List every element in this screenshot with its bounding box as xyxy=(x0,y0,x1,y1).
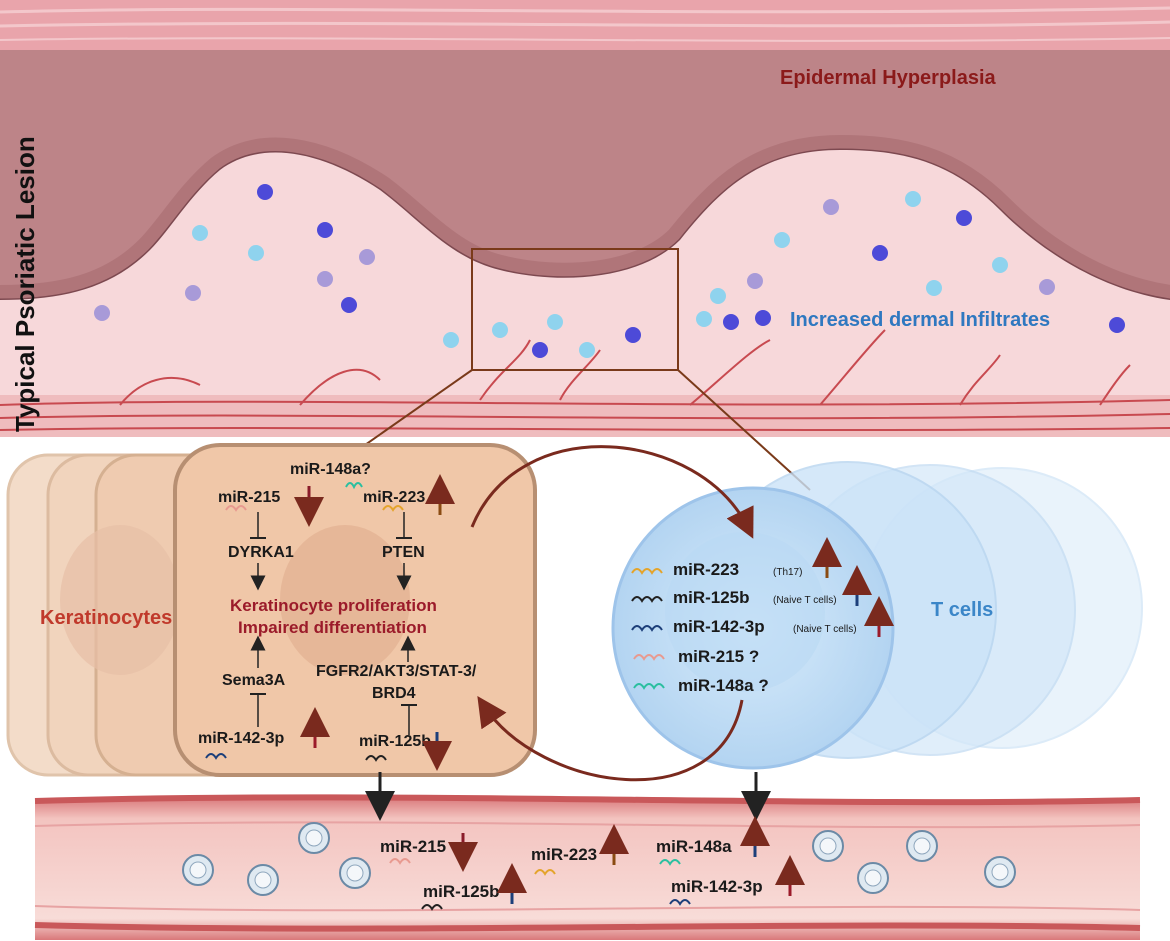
zoom-box xyxy=(471,248,679,371)
v-mir125b: miR-125b xyxy=(423,882,500,901)
arrow-tcell-to-keratinocyte xyxy=(477,696,744,782)
arrow-keratinocyte-to-tcell xyxy=(470,445,754,539)
k-mir148a: miR-148a? xyxy=(290,461,371,478)
t-row1: miR-223 xyxy=(673,560,739,579)
k-outcome-2: Impaired differentiation xyxy=(238,618,427,637)
infiltrate-cells xyxy=(94,184,1125,358)
t-row4: miR-215 ? xyxy=(678,647,759,666)
tcell-mirna-list: miR-223 (Th17) miR-125b (Naive T cells) … xyxy=(631,537,894,695)
keratinocyte-pathway: miR-148a? miR-215 miR-223 DYRKA1 PTEN Ke… xyxy=(198,461,477,771)
v-mir142: miR-142-3p xyxy=(671,877,763,896)
t-row2-note: (Naive T cells) xyxy=(773,595,837,606)
epidermis-label: Epidermal Hyperplasia xyxy=(780,67,997,89)
tcell-label: T cells xyxy=(931,599,993,621)
k-mir223: miR-223 xyxy=(363,489,425,506)
k-dyrka1: DYRKA1 xyxy=(228,544,294,561)
t-row3-note: (Naive T cells) xyxy=(793,624,857,635)
k-sema3a: Sema3A xyxy=(222,672,286,689)
exosomes xyxy=(182,822,1016,896)
k-fgfr-2: BRD4 xyxy=(372,685,416,702)
keratinocyte-label: Keratinocytes xyxy=(40,607,172,629)
t-row2: miR-125b xyxy=(673,588,750,607)
k-mir215: miR-215 xyxy=(218,489,280,506)
k-mir125b: miR-125b xyxy=(359,733,431,750)
skin-lesion-panel: Epidermal Hyperplasia Increased dermal I… xyxy=(0,0,1170,491)
v-mir148a: miR-148a xyxy=(656,837,732,856)
t-row5: miR-148a ? xyxy=(678,676,769,695)
k-mir142: miR-142-3p xyxy=(198,730,284,747)
t-row3: miR-142-3p xyxy=(673,617,765,636)
k-outcome-1: Keratinocyte proliferation xyxy=(230,596,437,615)
k-fgfr-1: FGFR2/AKT3/STAT-3/ xyxy=(316,663,477,680)
v-mir223: miR-223 xyxy=(531,845,597,864)
infiltrate-label: Increased dermal Infiltrates xyxy=(790,309,1050,331)
k-pten: PTEN xyxy=(382,544,425,561)
vessel-mirnas: miR-215 miR-223 miR-148a miR-125b miR-14… xyxy=(380,816,805,911)
v-mir215: miR-215 xyxy=(380,837,446,856)
vertical-title: Typical Psoriatic Lesion xyxy=(10,136,40,432)
t-row1-note: (Th17) xyxy=(773,567,802,578)
